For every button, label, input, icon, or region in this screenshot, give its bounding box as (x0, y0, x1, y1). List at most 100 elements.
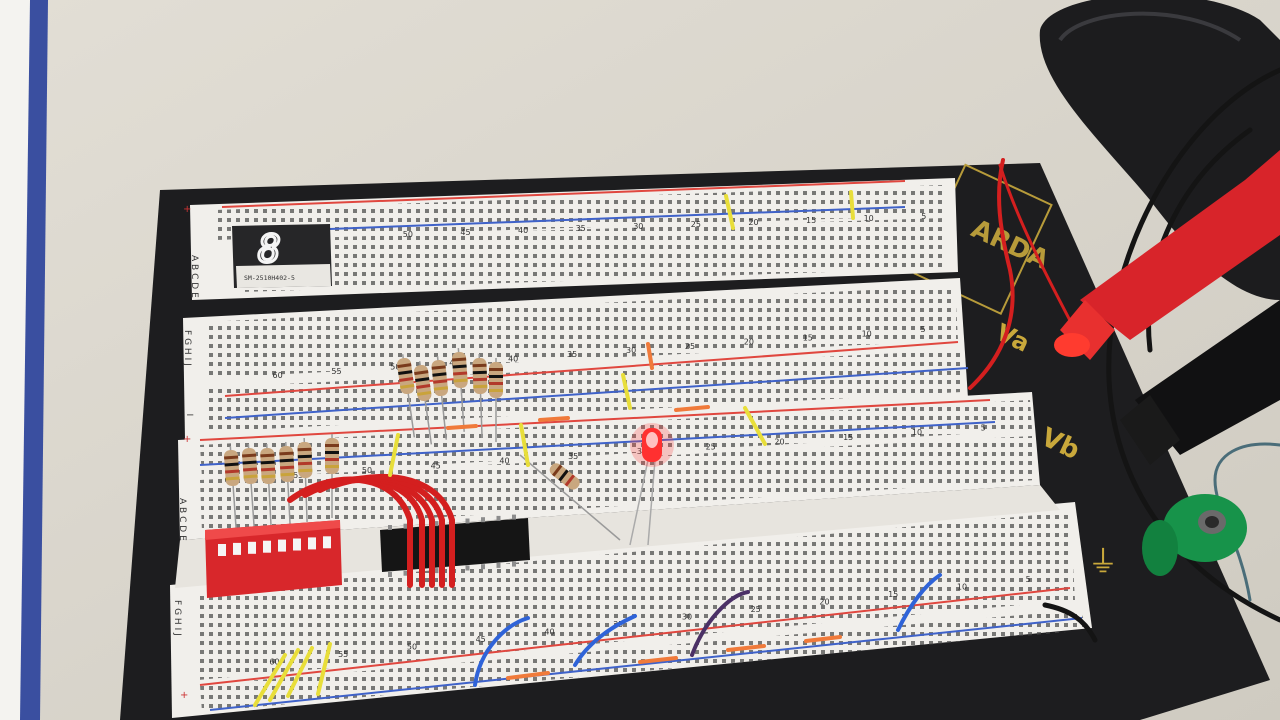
seven-segment-part-label: SM-2510H402-5 (244, 274, 295, 282)
ic-pin (481, 564, 485, 570)
column-number-label: 35 (567, 350, 577, 359)
black-alligator-clip (1120, 300, 1280, 465)
column-number-label: 55 (338, 650, 348, 659)
green-binding-post (1142, 494, 1247, 576)
seven-segment-digit: 8 (258, 227, 281, 271)
column-number-label: 10 (862, 329, 872, 338)
column-number-label: 10 (864, 214, 874, 223)
resistor (325, 434, 339, 518)
row-letters-strip3: A B C D E (177, 498, 187, 541)
column-number-label: 25 (685, 342, 695, 351)
column-number-label: 25 (691, 220, 701, 229)
resistor (242, 444, 258, 528)
column-number-label: 35 (568, 452, 578, 461)
ic-pin (434, 521, 439, 527)
column-number-label: 15 (803, 333, 813, 342)
red-jumper-wires (287, 473, 455, 588)
column-number-label: 20 (774, 438, 784, 447)
resistor-bank-lower (224, 434, 339, 530)
column-number-label: 50 (362, 466, 372, 475)
ic-pin (388, 525, 392, 530)
resistor (279, 441, 295, 526)
column-number-label: 30 (626, 346, 636, 355)
column-number-label: 10 (912, 428, 922, 437)
resistor (260, 443, 276, 528)
dip-toggle (248, 541, 256, 554)
column-number-label: 5 (921, 325, 926, 334)
dip-toggle (293, 538, 301, 551)
row-letters: A B C D E F G H I J A B C D E F G H I J (172, 255, 199, 636)
column-number-label: 60 (273, 371, 283, 380)
ic-pin (403, 523, 408, 529)
column-number-label: 15 (843, 433, 853, 442)
column-number-label: 50 (403, 230, 413, 239)
dip-toggle (308, 537, 316, 550)
ic-pin (465, 565, 470, 571)
ic-pin (512, 561, 516, 567)
column-number-label: 35 (576, 224, 586, 233)
rail-minus-label: − (186, 410, 194, 421)
ic-pin (465, 518, 470, 524)
column-number-label: 5 (921, 212, 926, 221)
column-number-label: 5 (1026, 575, 1031, 584)
resistor-bank-upper (397, 348, 503, 445)
resistor (431, 356, 449, 440)
ground-symbol-icon: ⏚ (1088, 545, 1118, 580)
dip-switch (205, 520, 342, 598)
rail-plus-label-3: + (180, 690, 188, 701)
column-number-label: 45 (460, 228, 470, 237)
column-number-label: 20 (819, 597, 829, 606)
led-resistor (519, 454, 621, 541)
column-number-label: 40 (499, 457, 509, 466)
short-jumper-wires (253, 190, 942, 707)
red-alligator-clip (1054, 150, 1280, 360)
column-number-label: 25 (751, 605, 761, 614)
ic-pin (512, 514, 516, 520)
resistor (297, 437, 313, 522)
column-number-label: 50 (390, 363, 400, 372)
column-number-label: 30 (633, 222, 643, 231)
column-number-label: 10 (957, 582, 967, 591)
dip-toggle (278, 539, 286, 552)
column-number-label: 30 (682, 612, 692, 621)
ic-pin (434, 568, 439, 574)
row-letters-strip4: F G H I J (172, 600, 182, 636)
breadboard: + − + + (170, 178, 1092, 718)
dip-toggle (233, 542, 241, 555)
column-number-label: 20 (748, 218, 758, 227)
column-number-label: 45 (431, 461, 441, 470)
column-number-label: 15 (806, 216, 816, 225)
dip-toggle (263, 540, 271, 553)
resistor (472, 353, 488, 438)
seven-segment-display: 8 SM-2510H402-5 (232, 224, 332, 288)
column-number-label: 20 (744, 338, 754, 347)
ic-pin (481, 517, 485, 523)
rail-plus-label-2: + (183, 434, 191, 445)
column-number-label: 45 (476, 635, 486, 644)
row-letters-strip2: F G H I J (182, 330, 192, 366)
column-number-label: 55 (293, 471, 303, 480)
column-number-label: 40 (544, 627, 554, 636)
resistor (224, 446, 240, 530)
ic-pin (496, 562, 501, 568)
column-number-label: 40 (508, 354, 518, 363)
column-number-labels: 5045403530252015105605550454035302520151… (224, 212, 1030, 666)
column-number-label: 60 (269, 657, 279, 666)
column-number-label: 50 (407, 642, 417, 651)
notebook (0, 0, 48, 720)
column-number-label: 5 (981, 423, 986, 432)
rail-plus-label: + (183, 204, 191, 215)
resistor (489, 358, 503, 442)
column-number-label: 25 (706, 442, 716, 451)
resistor (414, 361, 433, 445)
resistor (397, 354, 416, 438)
column-number-label: 55 (331, 367, 341, 376)
ic-pin (496, 515, 501, 521)
ic-pin (388, 572, 392, 577)
column-number-label: 40 (518, 226, 528, 235)
ic-pin (403, 570, 408, 576)
red-led (629, 423, 674, 546)
column-number-label: 30 (637, 447, 647, 456)
row-letters-strip1: A B C D E (189, 255, 199, 298)
